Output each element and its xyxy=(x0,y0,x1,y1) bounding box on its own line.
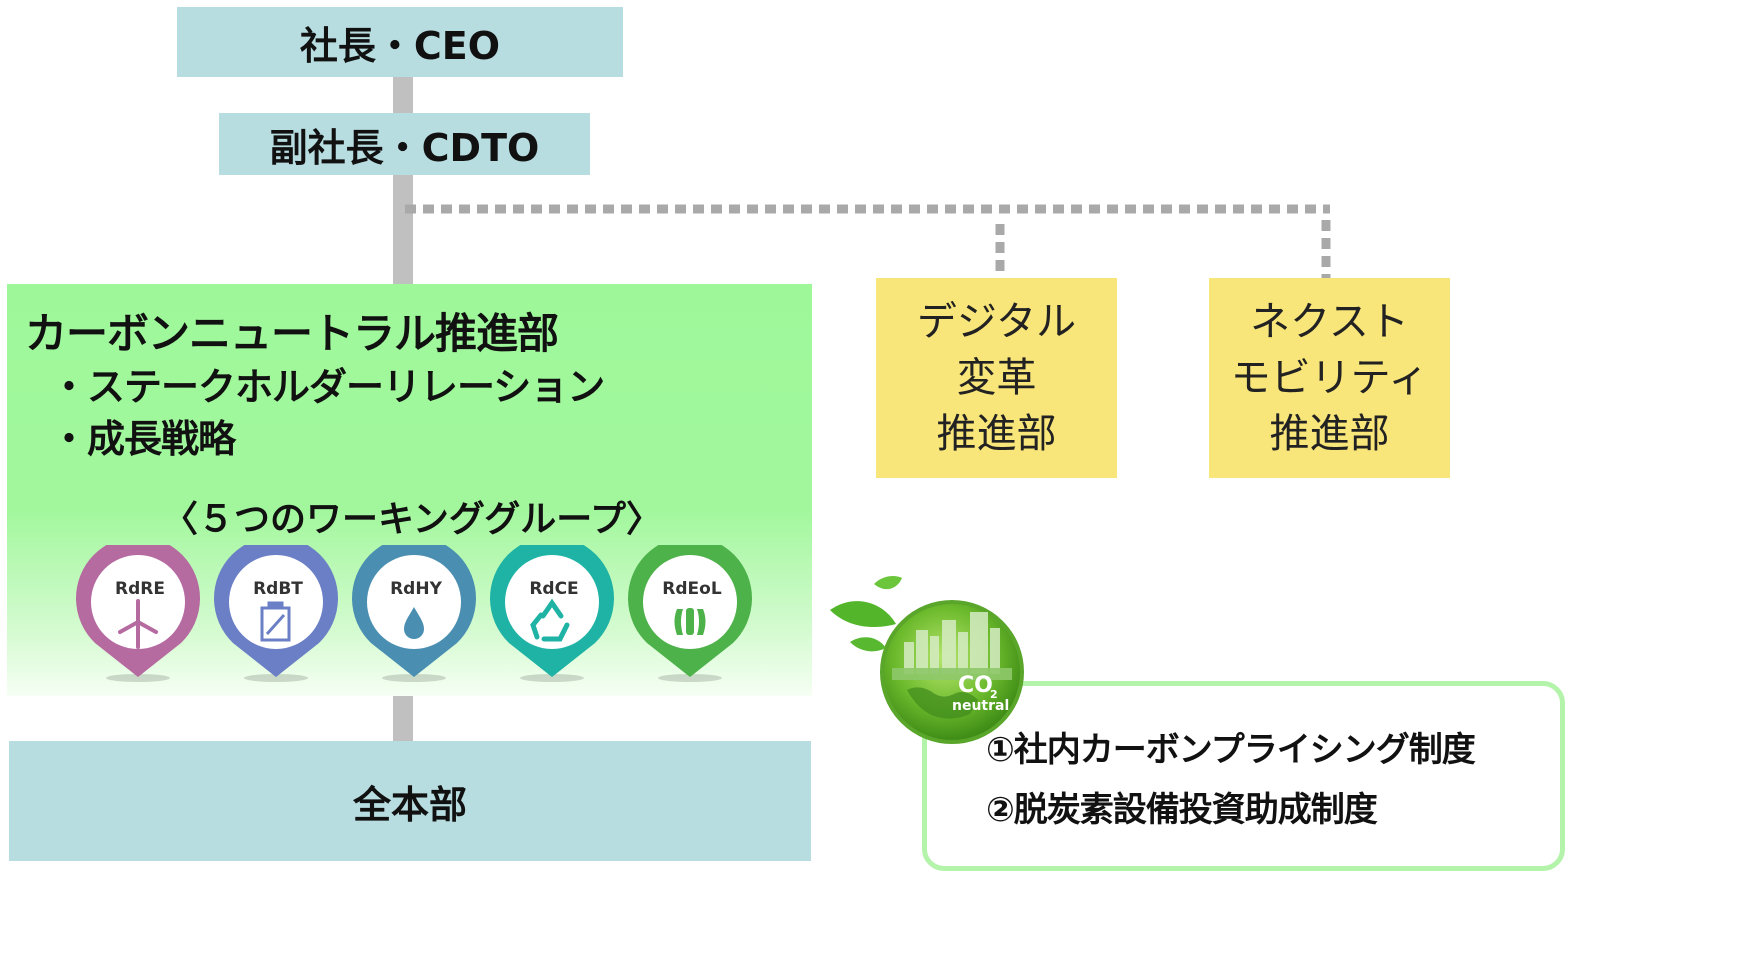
wind-turbine-icon xyxy=(118,599,158,649)
end-of-life-icon xyxy=(674,608,706,635)
working-group-code: RdRE xyxy=(115,579,165,599)
digital-transformation-dept-box: デジタル 変革 推進部 xyxy=(876,278,1117,478)
water-drop-icon xyxy=(404,607,424,639)
co2-neutral-badge: CO 2 neutral xyxy=(812,572,1030,744)
dept-item-growth-strategy: ・成長戦略 xyxy=(50,417,236,461)
working-group-code: RdCE xyxy=(529,579,579,599)
working-group-pin-rdbt: RdBT xyxy=(205,536,351,691)
working-group-code: RdBT xyxy=(253,579,303,599)
digital-dept-line-3: 推進部 xyxy=(936,411,1057,457)
working-group-pin-rdce: RdCE xyxy=(481,536,627,691)
working-groups-title: 〈５つのワーキンググループ〉 xyxy=(162,499,663,540)
policy-decarbonization-subsidy: ②脱炭素設備投資助成制度 xyxy=(986,790,1378,830)
policy-internal-carbon-pricing: ①社内カーボンプライシング制度 xyxy=(986,730,1476,770)
vp-label: 副社長・CDTO xyxy=(269,125,540,170)
carbon-policy-box xyxy=(922,681,1565,871)
next-mobility-dept-box: ネクスト モビリティ 推進部 xyxy=(1209,278,1450,478)
working-group-pin-rdhy: RdHY xyxy=(343,536,489,691)
dept-item-stakeholder: ・ステークホルダーリレーション xyxy=(50,365,605,409)
recycle-icon xyxy=(530,598,570,642)
neutral-text: neutral xyxy=(952,698,1009,714)
working-group-code: RdHY xyxy=(390,579,442,599)
mobility-dept-line-3: 推進部 xyxy=(1269,411,1390,457)
carbon-neutral-dept-title: カーボンニュートラル推進部 xyxy=(25,309,559,358)
working-group-pin-rdre: RdRE xyxy=(67,536,213,691)
battery-icon xyxy=(260,601,291,642)
ceo-box: 社長・CEO xyxy=(177,7,623,77)
vp-box: 副社長・CDTO xyxy=(219,113,590,175)
ceo-label: 社長・CEO xyxy=(299,23,501,68)
mobility-dept-line-1: ネクスト xyxy=(1250,299,1409,345)
digital-dept-line-2: 変革 xyxy=(956,355,1037,401)
co2-text: CO xyxy=(958,673,993,698)
all-departments-box: 全本部 xyxy=(9,741,811,861)
working-group-code: RdEoL xyxy=(662,579,722,599)
co2-subscript: 2 xyxy=(990,688,998,701)
mobility-dept-line-2: モビリティ xyxy=(1230,355,1429,401)
all-departments-label: 全本部 xyxy=(352,782,467,827)
digital-dept-line-1: デジタル xyxy=(916,299,1077,345)
working-group-pin-rdeol: RdEoL xyxy=(619,536,765,691)
